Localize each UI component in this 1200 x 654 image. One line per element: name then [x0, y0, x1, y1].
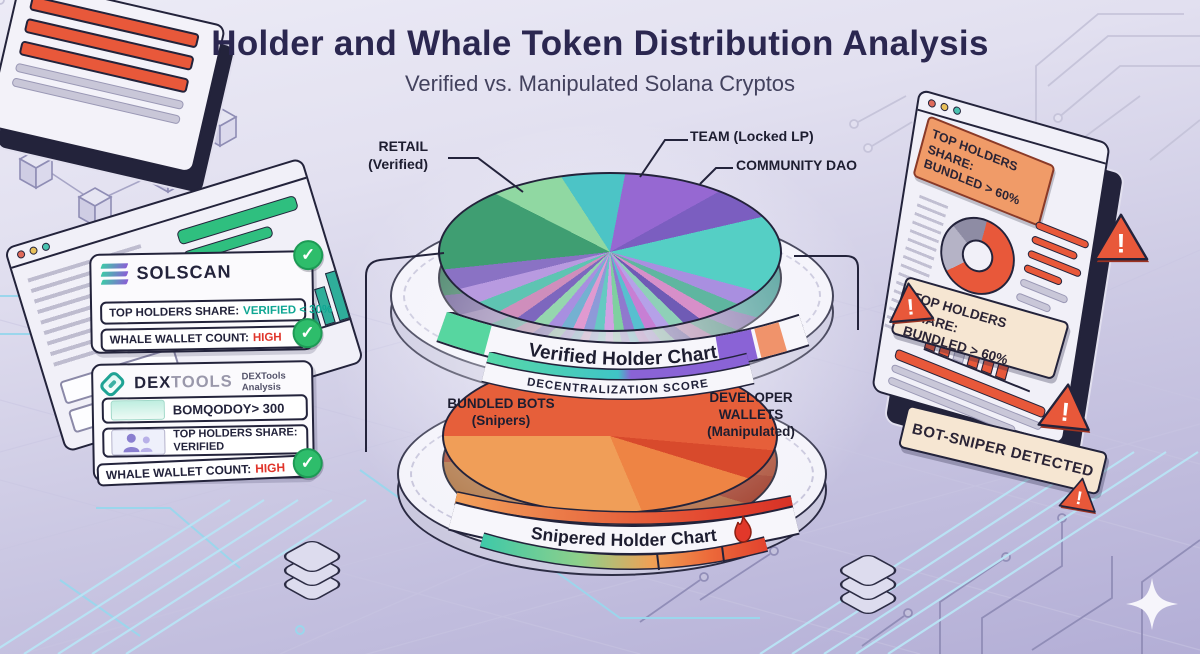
- warning-triangle-icon: !: [889, 282, 935, 325]
- high-value: HIGH: [254, 459, 286, 476]
- retail-label: RETAIL(Verified): [368, 138, 428, 172]
- top-holders-share-row: TOP HOLDERS SHARE: VERIFIED < 30%: [99, 298, 332, 325]
- high-value: HIGH: [252, 331, 282, 344]
- svg-text:!: !: [1074, 487, 1084, 509]
- whale-wallet-count-row: WHALE WALLET COUNT: HIGH: [100, 325, 307, 352]
- sparkle-icon: [1126, 578, 1178, 630]
- community-dao-label: COMMUNITY DAO: [736, 157, 858, 173]
- warning-triangle-icon: !: [1093, 213, 1150, 263]
- team-label: TEAM (Locked LP): [690, 128, 814, 144]
- page-subtitle: Verified vs. Manipulated Solana Cryptos: [404, 71, 796, 96]
- dextools-analysis-label: DEXTools Analysis: [241, 370, 286, 393]
- top-holders-share-row: TOP HOLDERS SHARE:VERIFIED: [102, 424, 309, 458]
- solscan-brand: SOLSCAN: [136, 261, 232, 284]
- solscan-card: SOLSCAN TOP HOLDERS SHARE: VERIFIED < 30…: [89, 239, 332, 354]
- svg-text:!: !: [906, 294, 916, 320]
- solscan-logo-icon: [100, 263, 129, 285]
- verified-pie: [438, 172, 782, 332]
- bundled-bots-label: BUNDLED BOTS(Snipers): [447, 396, 555, 428]
- page-title: Holder and Whale Token Distribution Anal…: [211, 24, 989, 63]
- verified-value: VERIFIED < 30%: [242, 303, 333, 317]
- traffic-dot-teal-icon: [40, 241, 51, 252]
- snipered-banner: Snipered Holder Chart: [448, 491, 800, 571]
- decentralization-score-band: DECENTRALIZATION SCORE: [481, 352, 755, 401]
- svg-text:!: !: [1059, 396, 1071, 427]
- warning-triangle-icon: !: [1058, 477, 1096, 515]
- holders-people-icon: [111, 428, 166, 456]
- traffic-dot-teal-icon: [952, 105, 962, 116]
- traffic-dot-yellow-icon: [28, 245, 39, 256]
- risk-meter: [480, 533, 768, 569]
- dextools-logo-icon: [97, 369, 127, 399]
- flame-icon: [734, 515, 752, 543]
- dextools-brand: DEXTOOLS: [134, 372, 233, 393]
- traffic-dot-red-icon: [16, 249, 27, 260]
- traffic-dot-red-icon: [927, 98, 937, 109]
- traffic-dot-yellow-icon: [939, 101, 949, 113]
- dextools-card: DEXTOOLS DEXTools Analysis BOMQODOY> 300…: [90, 360, 324, 487]
- svg-text:!: !: [1116, 228, 1125, 258]
- warning-triangle-icon: !: [1037, 383, 1091, 433]
- metric-row: BOMQODOY> 300: [101, 394, 309, 424]
- diagonal-lines: [0, 451, 1199, 654]
- verified-banner: Verified Holder Chart: [436, 312, 810, 376]
- sparkline-icon: [110, 399, 165, 421]
- decentralization-score-arc: [486, 352, 750, 380]
